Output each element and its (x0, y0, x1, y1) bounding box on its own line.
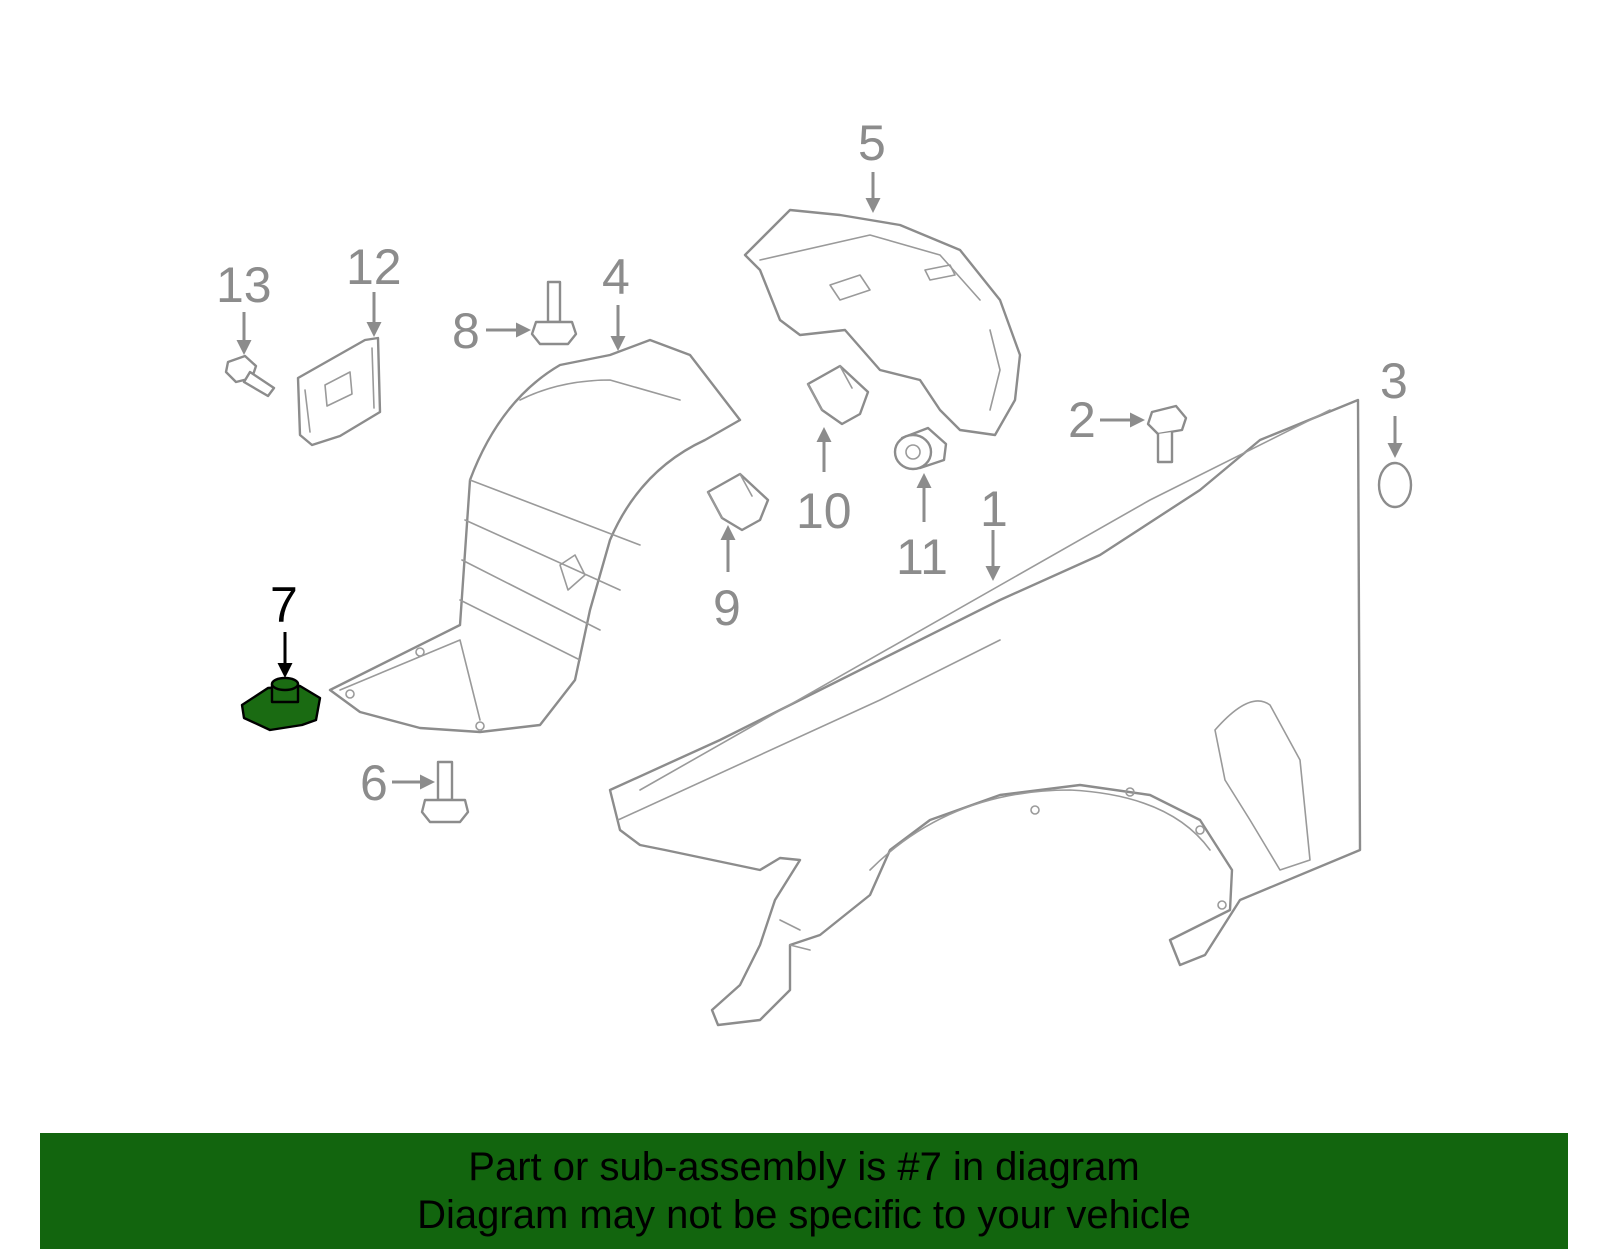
callout-7[interactable]: 7 (270, 577, 298, 633)
bolt-part-2[interactable] (1146, 404, 1188, 464)
callout-2[interactable]: 2 (1068, 392, 1096, 448)
callout-3[interactable]: 3 (1380, 353, 1408, 409)
callout-5[interactable]: 5 (858, 115, 886, 171)
clip-part-10[interactable] (806, 364, 870, 426)
info-banner: Part or sub-assembly is #7 in diagram Di… (40, 1133, 1568, 1249)
callout-1[interactable]: 1 (980, 481, 1008, 537)
clip-nut-part-7[interactable] (240, 676, 322, 732)
callout-9[interactable]: 9 (713, 580, 741, 636)
callout-13[interactable]: 13 (216, 257, 272, 313)
callout-8[interactable]: 8 (452, 303, 480, 359)
callout-labels: 1 2 3 4 5 6 7 8 9 10 11 12 13 (216, 115, 1408, 811)
bolt-part-8[interactable] (530, 280, 578, 346)
parts-diagram: 1 2 3 4 5 6 7 8 9 10 11 12 13 (216, 115, 1413, 1027)
callout-12[interactable]: 12 (346, 239, 402, 295)
banner-line-1: Part or sub-assembly is #7 in diagram (468, 1145, 1140, 1189)
fender-liner-part-4[interactable] (328, 338, 742, 734)
callout-11[interactable]: 11 (896, 529, 948, 585)
callout-4[interactable]: 4 (602, 249, 630, 305)
clip-part-9[interactable] (706, 472, 770, 532)
bracket-part-12[interactable] (296, 336, 382, 447)
rear-liner-part-5[interactable] (743, 208, 1022, 437)
grommet-part-11[interactable] (893, 426, 948, 471)
leader-arrows (236, 172, 1403, 790)
plug-part-3[interactable] (1377, 461, 1413, 509)
bolt-part-6[interactable] (420, 760, 470, 824)
fender-part-1[interactable] (608, 398, 1362, 1027)
screw-part-13[interactable] (224, 354, 276, 398)
banner-line-2: Diagram may not be specific to your vehi… (417, 1193, 1191, 1237)
callout-6[interactable]: 6 (360, 755, 388, 811)
callout-10[interactable]: 10 (796, 483, 852, 539)
